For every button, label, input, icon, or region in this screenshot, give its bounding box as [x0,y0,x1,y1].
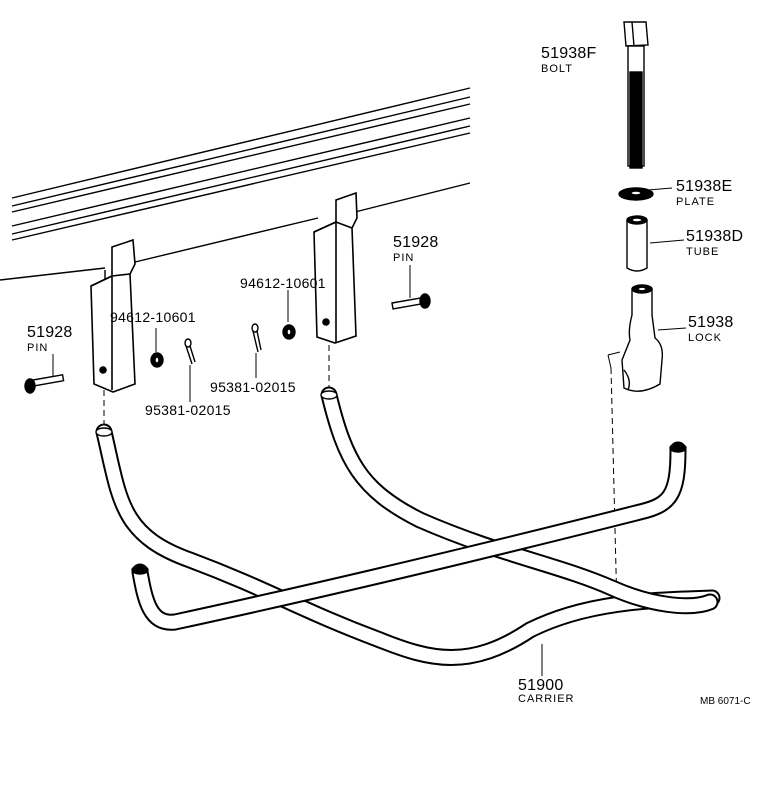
tube-part-name: TUBE [686,246,720,258]
washer-right-part-number: 94612-10601 [240,275,326,291]
cotter-left-part-number: 95381-02015 [145,402,231,418]
tube-ends [95,390,687,575]
carrier-part-number: 51900 [518,677,564,694]
tube-part-number: 51938D [686,228,744,245]
leader-lines [52,64,687,676]
carrier-frame [95,386,721,666]
lock-part-name: LOCK [688,332,722,344]
pin-left [24,373,65,394]
lock [621,284,664,392]
cotter-pin-left [184,338,196,365]
plate-part-number: 51938E [676,178,733,195]
lock-part-number: 51938 [688,314,734,331]
bolt-part-name: BOLT [541,63,573,75]
carrier-part-name: CARRIER [518,693,575,705]
pin-left-part-number: 51928 [27,324,73,341]
plate [618,187,654,201]
frame-rails [0,87,471,283]
washer-left-part-number: 94612-10601 [110,309,196,325]
cotter-right-part-number: 95381-02015 [210,379,296,395]
pin-right [391,293,431,310]
cotter-pin-right [251,323,262,353]
diagram-code: MB 6071-C [700,696,751,707]
pin-right-part-number: 51928 [393,234,439,251]
pin-right-part-name: PIN [393,252,415,264]
pin-left-part-name: PIN [27,342,49,354]
washer-right [282,324,296,340]
plate-part-name: PLATE [676,196,716,208]
bracket-left [90,238,136,393]
bolt [623,21,649,169]
tube [626,215,648,272]
bolt-part-number: 51938F [541,45,597,62]
bracket-right [313,191,358,344]
washer-left [150,352,164,368]
